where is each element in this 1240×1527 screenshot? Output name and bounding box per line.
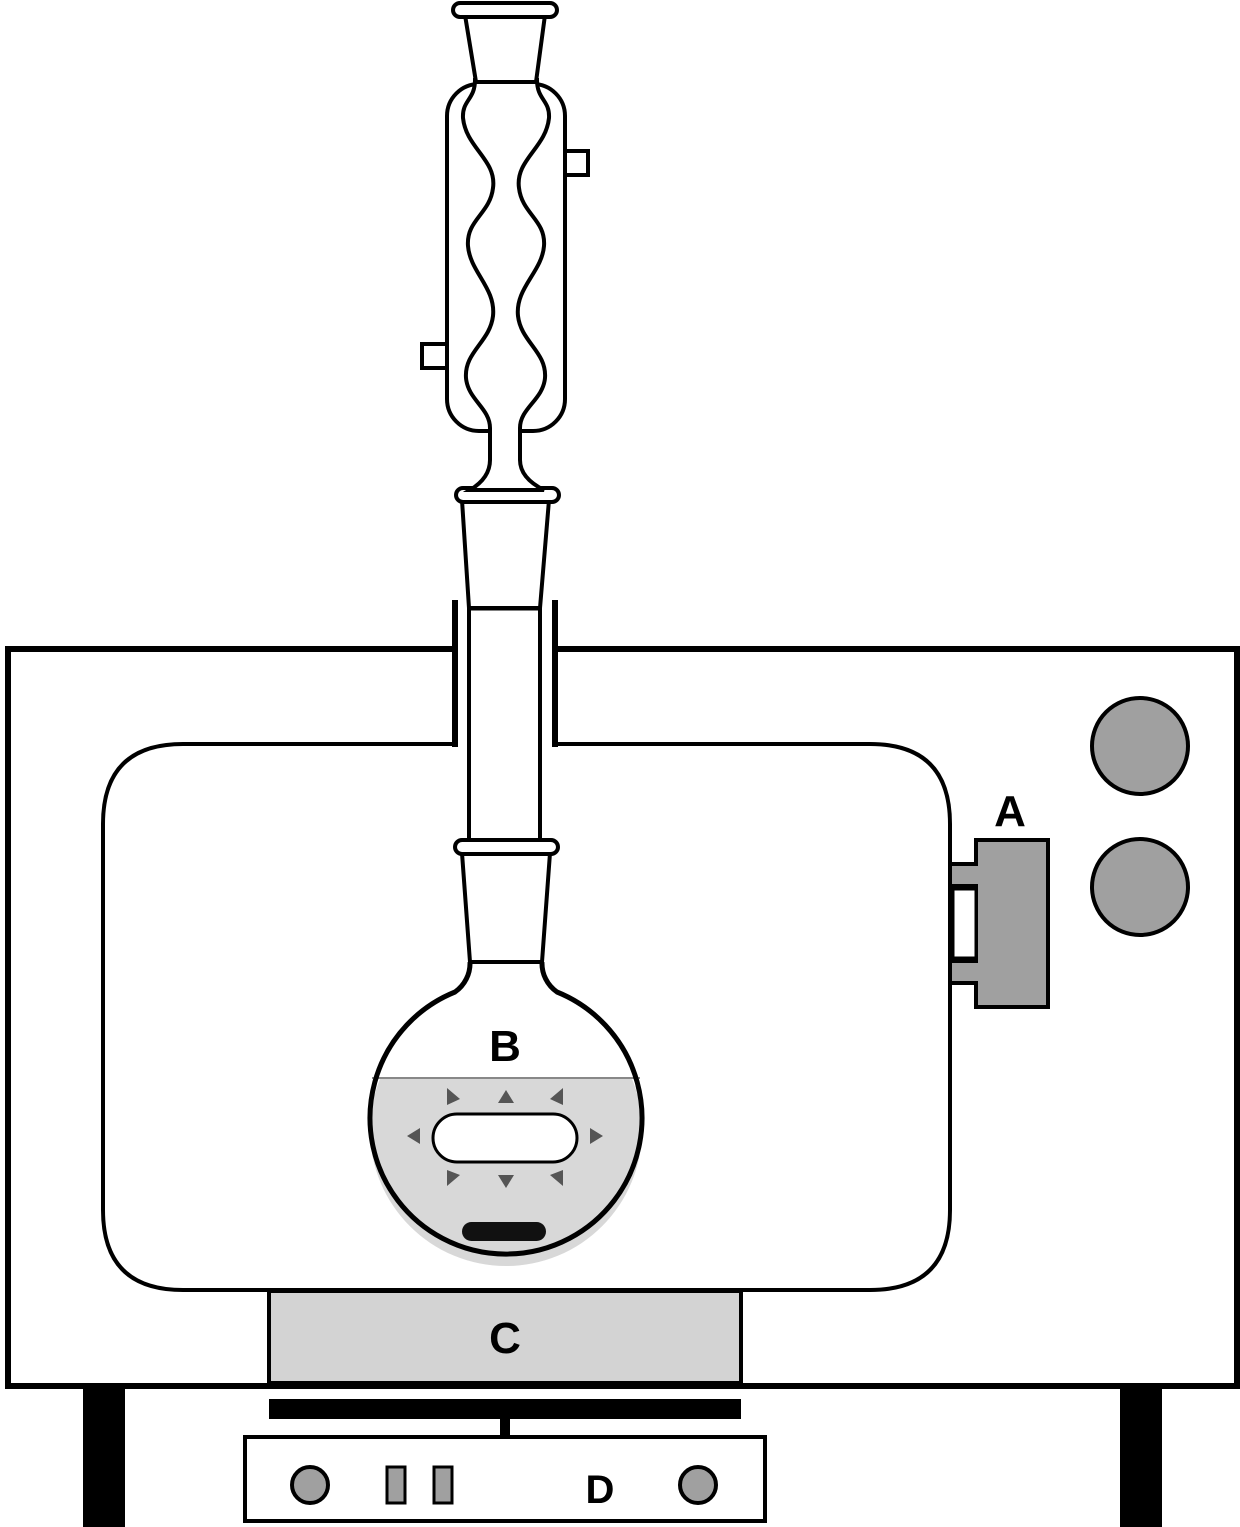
component-a — [948, 838, 1050, 1009]
label-d: D — [586, 1468, 615, 1512]
component-a-window — [951, 887, 978, 960]
oven-knob-bottom — [1090, 837, 1190, 937]
stirrer-unit-d — [243, 1435, 767, 1523]
stirrer-knob-right — [678, 1465, 718, 1505]
label-b: B — [489, 1022, 521, 1071]
condenser-top-ring — [451, 1, 559, 19]
oven-leg-right — [1120, 1385, 1162, 1527]
oven-knob-top — [1090, 696, 1190, 796]
condenser-top-joint — [463, 14, 547, 84]
stirrer-switch-2 — [432, 1465, 454, 1505]
tapered-joint — [460, 499, 551, 610]
stirrer-switch-1 — [385, 1465, 407, 1505]
oven-leg-left — [83, 1385, 125, 1527]
stirrer-stem — [500, 1419, 510, 1439]
label-c: C — [489, 1314, 521, 1363]
stir-bar — [462, 1222, 546, 1241]
condenser-inner-tube — [460, 78, 552, 492]
stirrer-knob-left — [290, 1465, 330, 1505]
heat-arrows — [407, 1088, 603, 1188]
flask-neck — [460, 852, 552, 964]
flask-joint-ring — [453, 838, 560, 856]
flask-outline — [367, 961, 645, 1257]
label-a: A — [994, 787, 1026, 836]
vapor-bubble — [431, 1112, 579, 1164]
turntable-base-c — [267, 1289, 743, 1385]
extension-tube — [467, 606, 542, 842]
stirrer-plate — [269, 1399, 741, 1419]
